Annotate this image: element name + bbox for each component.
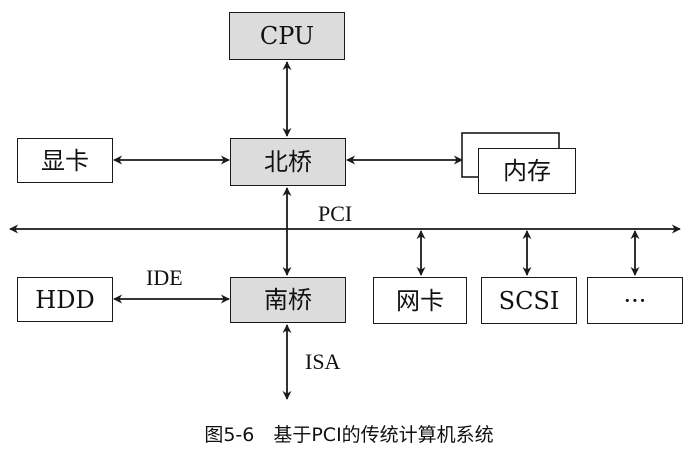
- isa-label: ISA: [305, 349, 341, 374]
- north-bridge-node: 北桥: [230, 138, 346, 186]
- nic-node: 网卡: [373, 277, 467, 324]
- south-bridge-node: 南桥: [230, 277, 346, 323]
- cpu-node: CPU: [229, 12, 345, 60]
- ide-label: IDE: [146, 265, 183, 290]
- scsi-node: SCSI: [481, 277, 577, 324]
- more-node: ···: [587, 277, 683, 324]
- figure-caption: 图5-6 基于PCI的传统计算机系统: [204, 424, 494, 446]
- memory-node: 内存: [478, 148, 576, 194]
- hdd-node: HDD: [17, 277, 113, 322]
- video-card-node: 显卡: [17, 138, 113, 183]
- pci-bus-label: PCI: [318, 201, 353, 226]
